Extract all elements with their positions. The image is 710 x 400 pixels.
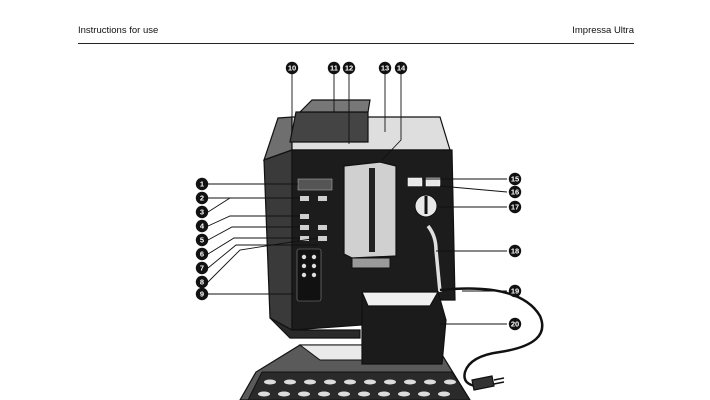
svg-text:10: 10 <box>288 64 296 73</box>
svg-text:3: 3 <box>200 208 204 217</box>
svg-text:9: 9 <box>200 290 204 299</box>
callout-8: 8 <box>195 275 209 289</box>
svg-text:2: 2 <box>200 194 204 203</box>
svg-text:6: 6 <box>200 250 204 259</box>
svg-text:16: 16 <box>511 188 519 197</box>
header-rule <box>78 43 634 44</box>
svg-text:15: 15 <box>511 175 519 184</box>
milk-container <box>361 291 447 365</box>
callout-14: 14 <box>394 61 408 75</box>
svg-text:20: 20 <box>511 320 519 329</box>
header-document-title: Instructions for use <box>78 25 159 36</box>
callout-13: 13 <box>378 61 392 75</box>
svg-text:8: 8 <box>200 278 204 287</box>
callout-3: 3 <box>195 205 209 219</box>
svg-text:7: 7 <box>200 264 204 273</box>
callout-9: 9 <box>195 287 209 301</box>
callout-20: 20 <box>508 317 522 331</box>
svg-text:18: 18 <box>511 247 519 256</box>
machine-body <box>263 99 456 339</box>
power-plug <box>471 375 505 391</box>
svg-text:12: 12 <box>345 64 353 73</box>
power-cord <box>439 287 544 388</box>
callout-4: 4 <box>195 219 209 233</box>
callout-7: 7 <box>195 261 209 275</box>
svg-text:11: 11 <box>330 64 338 73</box>
svg-text:17: 17 <box>511 203 519 212</box>
callout-18: 18 <box>508 244 522 258</box>
callout-19: 19 <box>508 284 522 298</box>
callout-leaders <box>207 74 508 325</box>
svg-text:14: 14 <box>397 64 406 73</box>
callout-17: 17 <box>508 200 522 214</box>
header-model-name: Impressa Ultra <box>572 25 634 36</box>
svg-text:1: 1 <box>200 180 204 189</box>
callout-6: 6 <box>195 247 209 261</box>
svg-text:19: 19 <box>511 287 519 296</box>
callout-15: 15 <box>508 172 522 186</box>
callout-16: 16 <box>508 185 522 199</box>
svg-text:5: 5 <box>200 236 204 245</box>
callout-5: 5 <box>195 233 209 247</box>
callout-12: 12 <box>342 61 356 75</box>
callout-1: 1 <box>195 177 209 191</box>
callout-11: 11 <box>327 61 341 75</box>
callout-10: 10 <box>285 61 299 75</box>
svg-text:13: 13 <box>381 64 389 73</box>
svg-text:4: 4 <box>200 222 205 231</box>
callout-2: 2 <box>195 191 209 205</box>
